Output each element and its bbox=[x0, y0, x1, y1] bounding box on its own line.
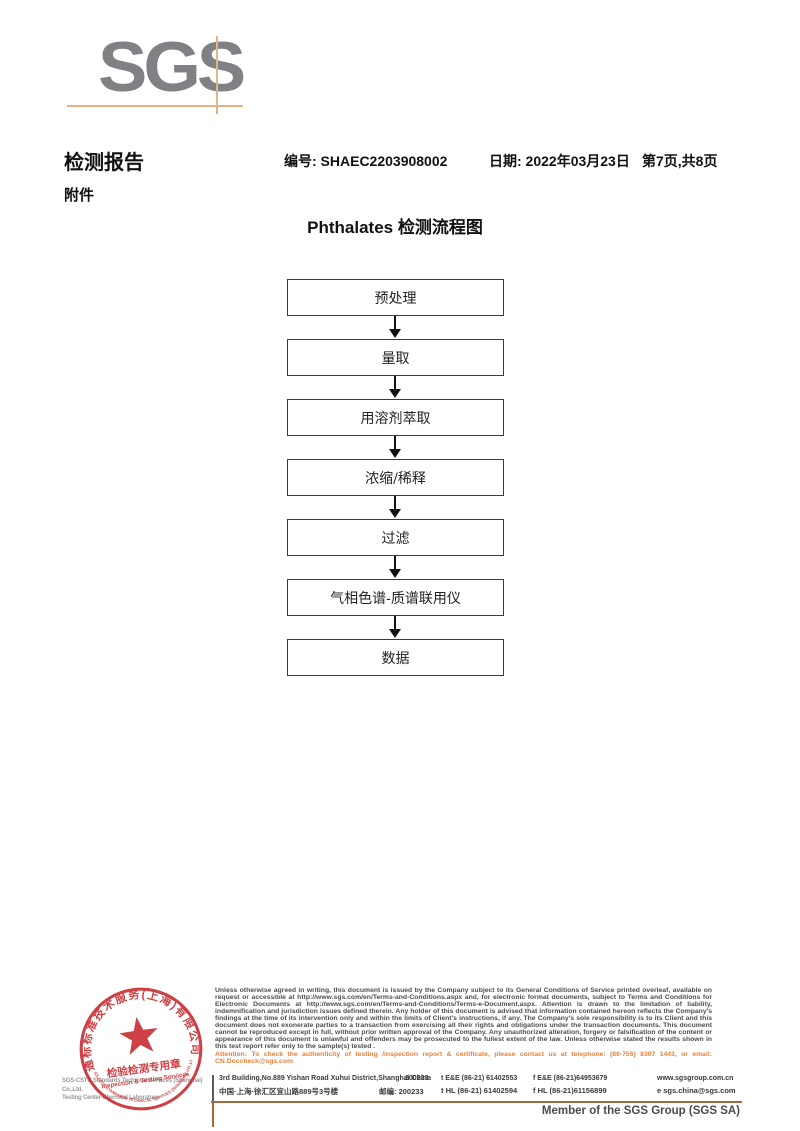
address-row-cn: 中国·上海·徐汇区宜山路889号3号楼 邮编: 200233 t HL (86-… bbox=[215, 1086, 745, 1097]
telephone-en: t E&E (86-21) 61402553 bbox=[441, 1075, 518, 1082]
attention-text: Attention: To check the authenticity of … bbox=[215, 1050, 712, 1065]
flow-step-box: 气相色谱-质谱联用仪 bbox=[287, 579, 504, 616]
address-cn: 中国·上海·徐汇区宜山路889号3号楼 bbox=[219, 1087, 339, 1096]
address-en: 3rd Building,No.889 Yishan Road Xuhui Di… bbox=[219, 1075, 431, 1082]
flow-arrow-down-icon bbox=[287, 436, 504, 459]
flow-step-box: 浓缩/稀释 bbox=[287, 459, 504, 496]
flow-arrow-down-icon bbox=[287, 316, 504, 339]
flow-arrow-down-icon bbox=[287, 496, 504, 519]
sgs-member-text: Member of the SGS Group (SGS SA) bbox=[541, 1105, 740, 1117]
flow-step-box: 预处理 bbox=[287, 279, 504, 316]
fax-en: f E&E (86-21)64953679 bbox=[533, 1075, 608, 1082]
flow-step-box: 数据 bbox=[287, 639, 504, 676]
flow-step-box: 过滤 bbox=[287, 519, 504, 556]
stamp-star-icon bbox=[119, 1016, 158, 1055]
lab-company-line2: Testing Center-Chemical Laboratory bbox=[62, 1095, 159, 1101]
lab-company-line1: SGS-CSTC Standards Technical Services (S… bbox=[62, 1078, 203, 1093]
stamp-circle bbox=[79, 987, 203, 1111]
fax-cn: f HL (86-21)61156899 bbox=[533, 1086, 607, 1095]
address-divider-line bbox=[212, 1075, 214, 1102]
lab-company-name: SGS-CSTC Standards Technical Services (S… bbox=[62, 1077, 222, 1103]
website-url: www.sgsgroup.com.cn bbox=[657, 1075, 734, 1082]
address-block: 3rd Building,No.889 Yishan Road Xuhui Di… bbox=[215, 1075, 745, 1099]
page-indicator: 第7页,共8页 bbox=[642, 153, 718, 169]
logo-crosshair-horizontal bbox=[67, 105, 243, 107]
report-number: 编号: SHAEC2203908002 bbox=[284, 153, 448, 169]
flow-step-box: 量取 bbox=[287, 339, 504, 376]
footer-rule-vertical bbox=[212, 1102, 214, 1127]
footer-rule-horizontal bbox=[211, 1101, 742, 1103]
postcode-cn: 邮编: 200233 bbox=[379, 1087, 424, 1096]
postcode-en: 200233 bbox=[405, 1075, 429, 1082]
flow-arrow-down-icon bbox=[287, 556, 504, 579]
attachment-label: 附件 bbox=[64, 187, 95, 204]
legal-disclaimer-block: Unless otherwise agreed in writing, this… bbox=[215, 987, 712, 1065]
legal-disclaimer-text: Unless otherwise agreed in writing, this… bbox=[215, 987, 712, 1050]
report-title: 检测报告 bbox=[64, 152, 144, 174]
flowchart-steps: 预处理量取用溶剂萃取浓缩/稀释过滤气相色谱-质谱联用仪数据 bbox=[287, 279, 504, 676]
sgs-logo: SGS bbox=[98, 27, 246, 106]
flow-arrow-down-icon bbox=[287, 376, 504, 399]
flow-arrow-down-icon bbox=[287, 616, 504, 639]
email-address: e sgs.china@sgs.com bbox=[657, 1086, 736, 1095]
address-row-en: 3rd Building,No.889 Yishan Road Xuhui Di… bbox=[215, 1075, 745, 1086]
inspection-stamp: 通标标准技术服务(上海)有限公司 SGS-CSTC STANDARDS TECH… bbox=[70, 978, 204, 1112]
telephone-cn: t HL (86-21) 61402594 bbox=[441, 1086, 518, 1095]
flow-step-box: 用溶剂萃取 bbox=[287, 399, 504, 436]
flowchart-title: Phthalates 检测流程图 bbox=[307, 218, 483, 237]
logo-crosshair-vertical bbox=[216, 36, 218, 114]
report-date: 日期: 2022年03月23日 bbox=[489, 153, 630, 169]
